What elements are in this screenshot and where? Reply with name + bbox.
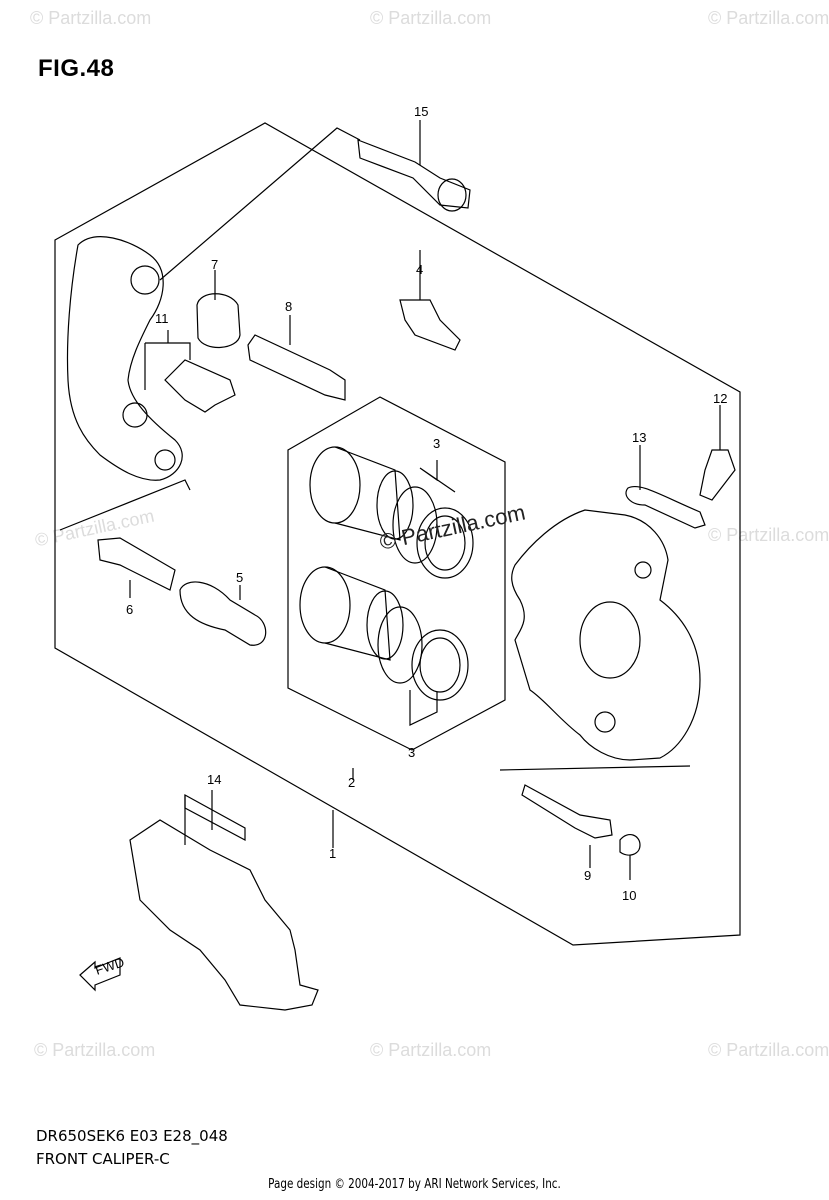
model-code: DR650SEK6 E03 E28_048 (36, 1127, 228, 1145)
clip-4 (399, 299, 461, 351)
footer-copyright: Page design © 2004-2017 by ARI Network S… (268, 1177, 561, 1192)
callout-6: 6 (126, 602, 133, 617)
callout-3-lower: 3 (408, 745, 415, 760)
cap-13 (625, 486, 706, 529)
callout-14: 14 (207, 772, 221, 787)
seal-upper (392, 486, 474, 579)
callout-13: 13 (632, 430, 646, 445)
watermark: © Partzilla.com (708, 1040, 829, 1060)
caliper-body (511, 509, 701, 761)
seal-lower (377, 606, 469, 701)
leader-frame (159, 127, 361, 281)
callout-9: 9 (584, 868, 591, 883)
plug-10 (619, 833, 641, 856)
caliper-bracket (66, 236, 183, 481)
callout-8: 8 (285, 299, 292, 314)
callout-10: 10 (622, 888, 636, 903)
pin-6 (97, 537, 176, 591)
pads-14 (129, 819, 319, 1011)
figure-title: FIG.48 (38, 55, 115, 82)
watermark: © Partzilla.com (370, 1040, 492, 1060)
callout-5: 5 (236, 570, 243, 585)
figure-caption: FRONT CALIPER-C (36, 1150, 170, 1168)
callout-3: 3 (433, 436, 440, 451)
boot-7 (196, 293, 241, 348)
callout-15: 15 (414, 104, 428, 119)
fwd-arrow-icon: FWD (79, 954, 126, 992)
piston-lower (299, 566, 404, 661)
callout-11: 11 (155, 311, 169, 326)
bleeder-12 (699, 449, 736, 501)
callout-12: 12 (713, 391, 727, 406)
bolt-15 (357, 139, 471, 212)
boot-5 (179, 581, 267, 646)
assembly-outline-1 (54, 122, 741, 946)
pin-8 (247, 334, 346, 401)
watermark: © Partzilla.com (708, 525, 829, 545)
callout-1: 1 (329, 846, 336, 861)
watermark: © Partzilla.com (30, 8, 152, 28)
watermark: © Partzilla.com (370, 8, 492, 28)
watermark: © Partzilla.com (708, 8, 829, 28)
assembly-outline-2 (287, 396, 506, 751)
callout-4: 4 (416, 262, 423, 277)
callout-7: 7 (211, 257, 218, 272)
callout-2: 2 (348, 775, 355, 790)
watermark: © Partzilla.com (34, 1040, 156, 1060)
spring-11 (164, 359, 236, 413)
pin-9 (521, 784, 613, 839)
